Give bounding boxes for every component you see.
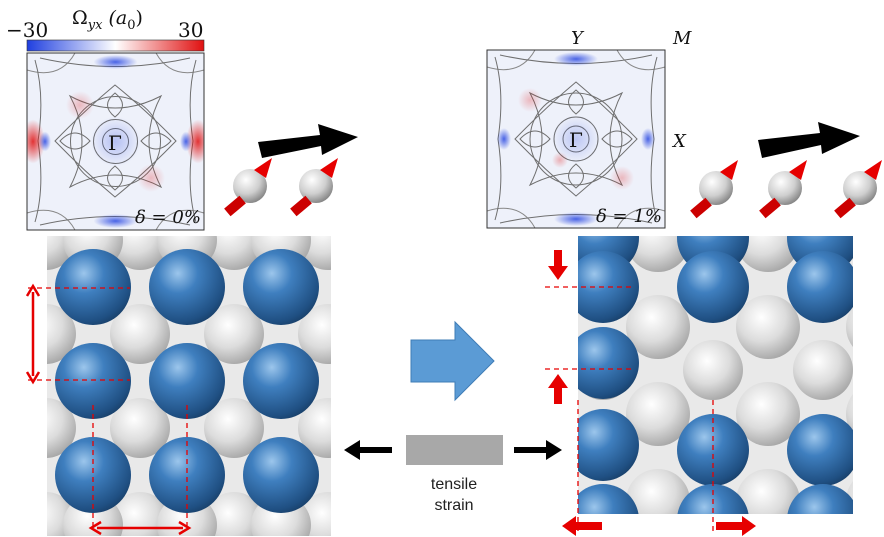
colorbar-max-label: 30 (178, 18, 203, 42)
compression-arrows (548, 250, 756, 536)
left-spin-2 (290, 158, 338, 217)
right-spin-3 (834, 160, 882, 219)
colorbar: −30 30 Ωyx (a0) (6, 7, 205, 52)
strain-label-line2: strain (434, 497, 474, 514)
x-point-label: X (671, 131, 687, 152)
right-gamma-label: Γ (569, 128, 583, 152)
right-current-arrow (758, 122, 860, 158)
down-arrow (548, 250, 568, 280)
colorbar-gradient (26, 39, 205, 52)
left-spin-current (224, 124, 358, 217)
right-expansion-arrow (716, 516, 756, 536)
tensile-strain-label: tensile strain (404, 474, 504, 516)
right-strain-label: δ = 1% (596, 206, 662, 227)
right-spin-1 (690, 160, 738, 219)
left-gamma-label: Γ (108, 131, 122, 155)
colorbar-min-label: −30 (6, 18, 48, 42)
right-berry-curvature-map: Γ δ = 1% Y M X (486, 28, 692, 229)
colorbar-title: Ωyx (a0) (72, 7, 143, 33)
left-lattice-markers (25, 283, 192, 536)
right-spin-current (690, 122, 882, 219)
left-current-arrow (258, 124, 358, 158)
y-point-label: Y (571, 28, 585, 49)
strain-left-arrow (344, 440, 392, 460)
up-arrow (548, 374, 568, 404)
strain-right-arrow (514, 440, 562, 460)
m-point-label: M (672, 28, 692, 49)
left-berry-curvature-map: Γ δ = 0% (26, 52, 205, 231)
left-strain-label: δ = 0% (135, 207, 201, 228)
right-lattice-markers (545, 286, 714, 535)
strain-label-line1: tensile (430, 476, 478, 493)
right-spin-2 (759, 160, 807, 219)
left-lattice (47, 236, 331, 536)
left-expansion-arrow (562, 516, 602, 536)
right-lattice (578, 236, 853, 514)
tensile-strain-indicator (344, 435, 562, 465)
left-blue-atoms (55, 249, 319, 513)
strain-bar (406, 435, 503, 465)
transformation-arrow (410, 320, 495, 402)
left-spin-1 (224, 158, 272, 217)
